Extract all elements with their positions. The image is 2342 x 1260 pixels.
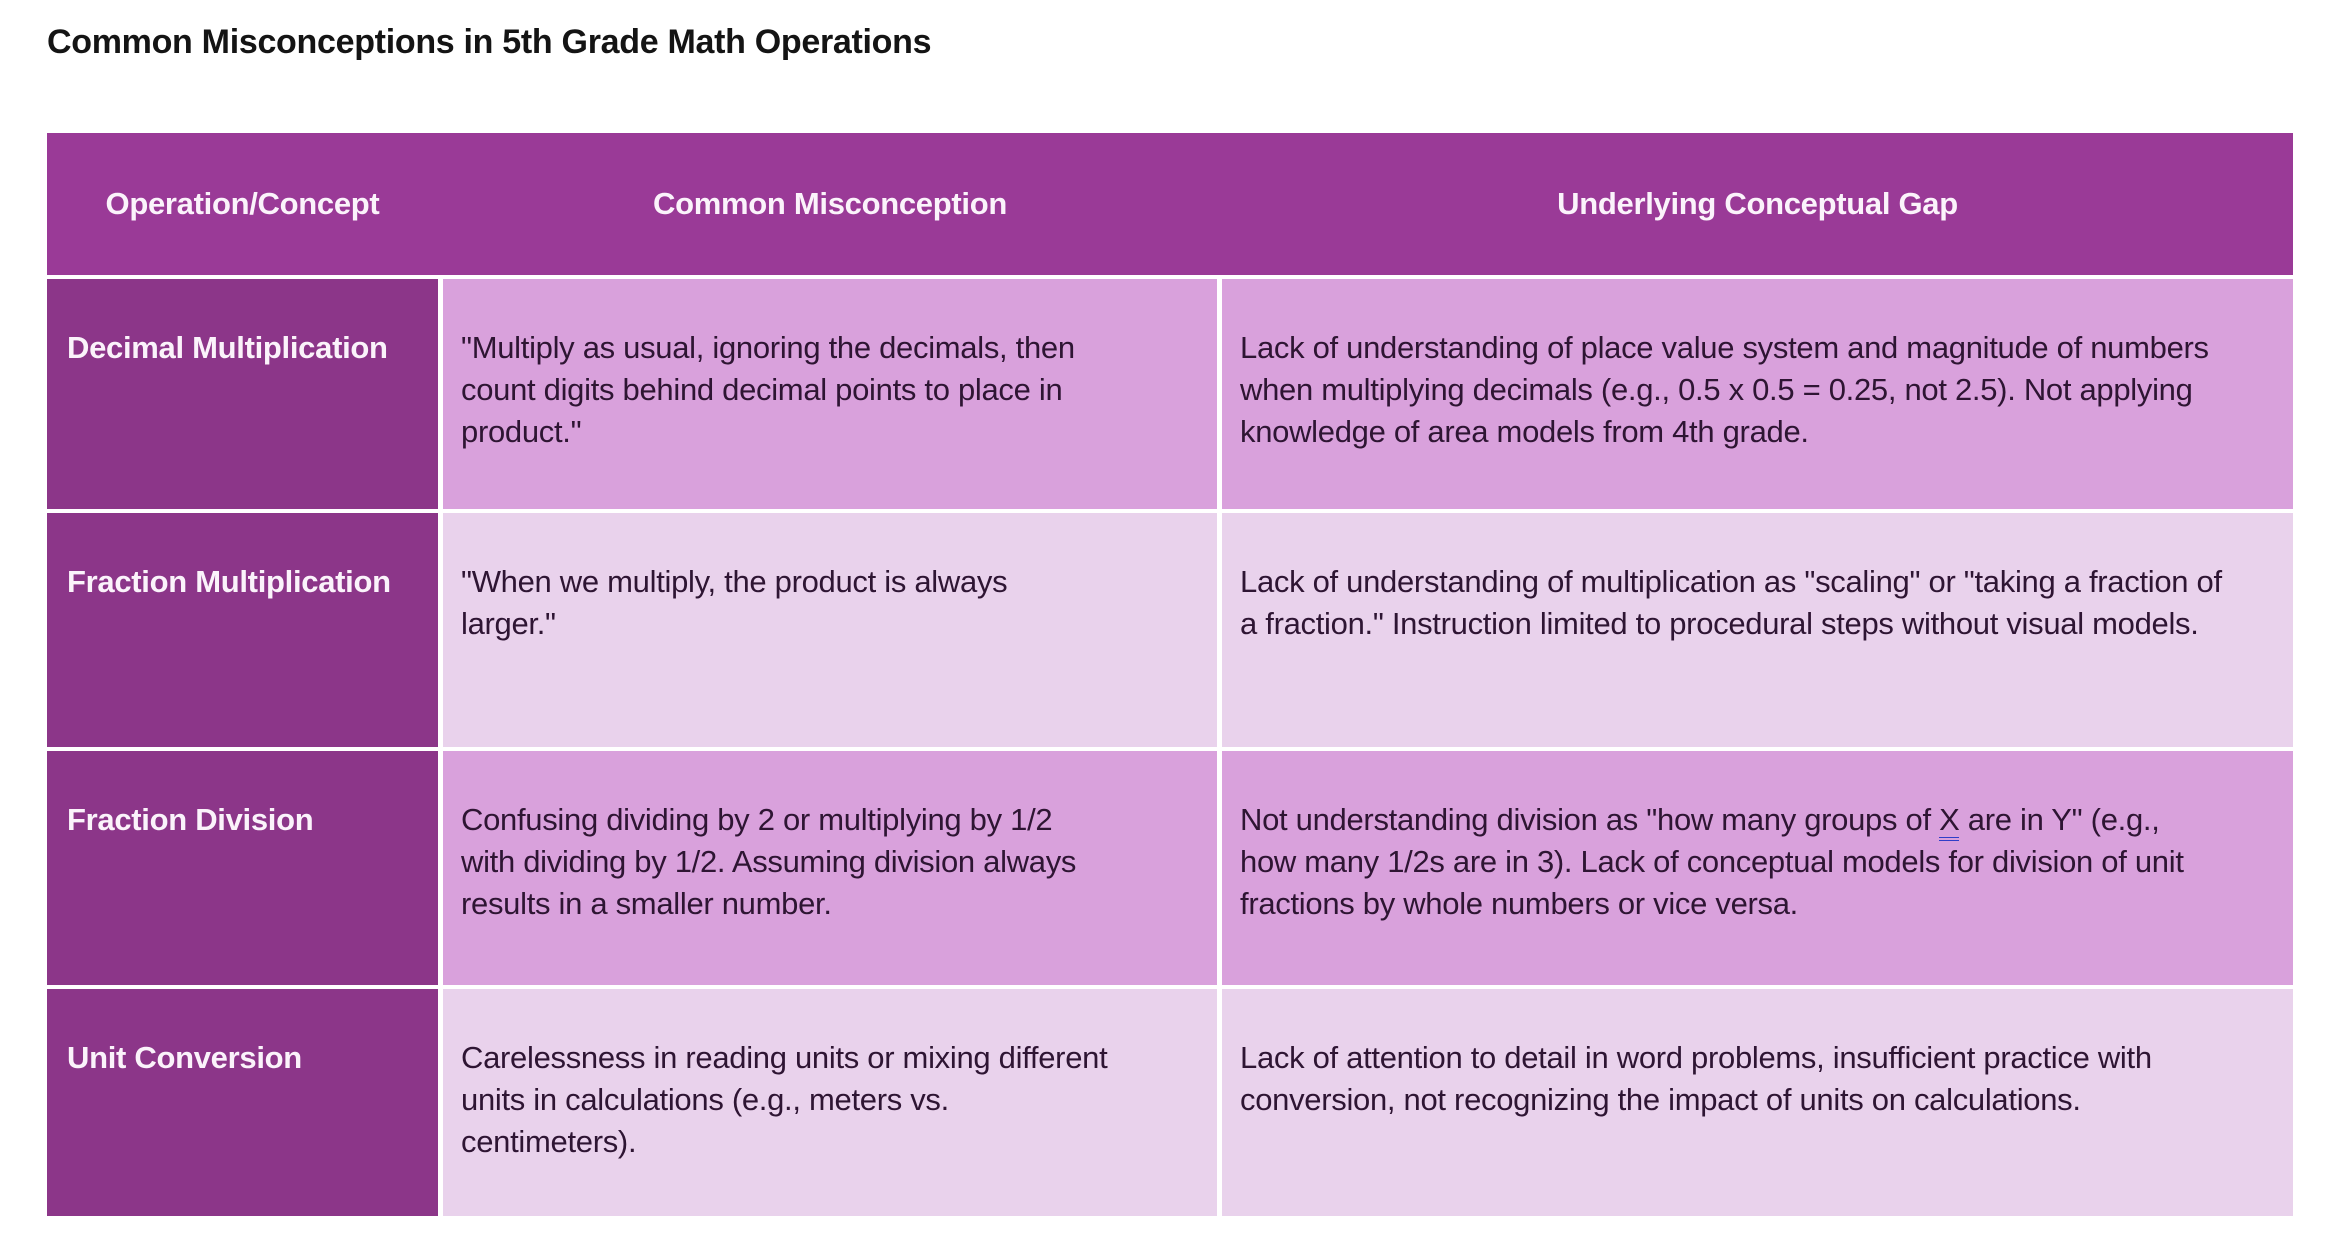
header-cell-operation-concept: Operation/Concept xyxy=(105,186,380,221)
misconception-cell: "Multiply as usual, ignoring the decimal… xyxy=(443,279,1217,509)
concept-label: Unit Conversion xyxy=(67,1040,302,1075)
gap-text: Not understanding division as "how many … xyxy=(1240,799,2222,925)
gap-text-segment: are in Y" (e.g., how many 1/2s are in 3)… xyxy=(1240,802,2184,921)
concept-cell: Fraction Multiplication xyxy=(47,513,438,747)
table-row-decimal-multiplication: Decimal Multiplication "Multiply as usua… xyxy=(47,279,2293,509)
table-header-row: Operation/Concept Common Misconception U… xyxy=(47,133,2293,275)
grammar-check-underline[interactable]: X xyxy=(1939,802,1960,841)
misconception-text: Confusing dividing by 2 or multiplying b… xyxy=(461,802,1077,921)
concept-cell: Fraction Division xyxy=(47,751,438,985)
header-cell-common-misconception: Common Misconception xyxy=(653,186,1007,221)
table-row-unit-conversion: Unit Conversion Carelessness in reading … xyxy=(47,989,2293,1216)
table-row-fraction-division: Fraction Division Confusing dividing by … xyxy=(47,751,2293,985)
concept-label: Decimal Multiplication xyxy=(67,330,388,365)
gap-cell: Lack of attention to detail in word prob… xyxy=(1222,989,2293,1216)
misconception-cell: "When we multiply, the product is always… xyxy=(443,513,1217,747)
misconceptions-table: Operation/Concept Common Misconception U… xyxy=(47,133,2293,1216)
gap-text-segment: Not understanding division as "how many … xyxy=(1240,802,1940,837)
concept-label: Fraction Multiplication xyxy=(67,564,391,599)
misconception-text: "Multiply as usual, ignoring the decimal… xyxy=(461,330,1075,449)
misconception-cell: Carelessness in reading units or mixing … xyxy=(443,989,1217,1216)
gap-text: Lack of understanding of multiplication … xyxy=(1240,564,2222,641)
concept-label: Fraction Division xyxy=(67,802,314,837)
gap-cell: Lack of understanding of multiplication … xyxy=(1222,513,2293,747)
table-row-fraction-multiplication: Fraction Multiplication "When we multipl… xyxy=(47,513,2293,747)
header-cell-underlying-conceptual-gap: Underlying Conceptual Gap xyxy=(1557,186,1958,221)
page-title: Common Misconceptions in 5th Grade Math … xyxy=(47,23,932,61)
misconception-cell: Confusing dividing by 2 or multiplying b… xyxy=(443,751,1217,985)
gap-cell: Not understanding division as "how many … xyxy=(1222,751,2293,985)
concept-cell: Unit Conversion xyxy=(47,989,438,1216)
gap-cell: Lack of understanding of place value sys… xyxy=(1222,279,2293,509)
concept-cell: Decimal Multiplication xyxy=(47,279,438,509)
misconception-text: Carelessness in reading units or mixing … xyxy=(461,1040,1108,1159)
misconception-text: "When we multiply, the product is always… xyxy=(461,564,1008,641)
gap-text: Lack of attention to detail in word prob… xyxy=(1240,1040,2152,1117)
gap-text: Lack of understanding of place value sys… xyxy=(1240,330,2209,449)
